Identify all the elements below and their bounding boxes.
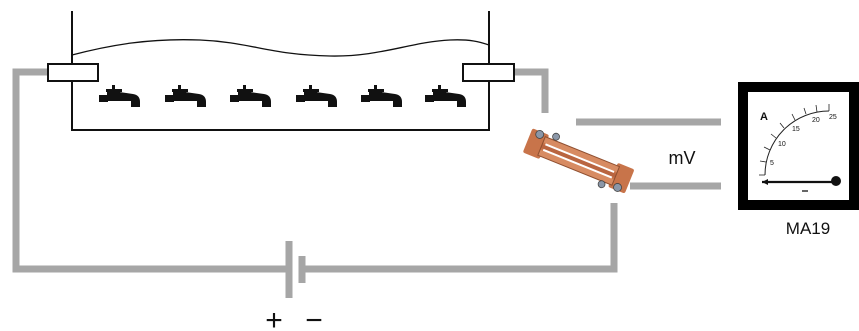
ammeter-pivot [831, 176, 841, 186]
battery-negative-label: − [305, 304, 323, 331]
needle-tip-icon [762, 179, 768, 185]
battery [285, 241, 306, 298]
left-wire [12, 68, 289, 273]
ammeter-scale-label: 15 [792, 126, 800, 133]
left-terminal [47, 63, 99, 82]
tap-icon [165, 85, 206, 107]
electrolysis-tank [47, 11, 515, 131]
shunt-resistor [523, 128, 634, 193]
tap-icon [361, 85, 402, 107]
ammeter-maker-mark [802, 190, 808, 192]
ammeter-scale-label: 10 [778, 141, 786, 148]
millivolt-label: mV [669, 148, 696, 168]
ammeter-ticks [759, 104, 830, 176]
ammeter-scale-label: 20 [812, 117, 820, 124]
right-terminal [462, 63, 515, 82]
ammeter: A 5 10 15 20 25 [738, 82, 859, 210]
tap-icon [425, 85, 466, 107]
ammeter-scale-label: 5 [770, 160, 774, 167]
ammeter-scale-arc [764, 110, 830, 176]
meter-model-label: MA19 [786, 219, 830, 238]
tap-icon [296, 85, 337, 107]
ammeter-unit: A [760, 111, 768, 123]
tap-icon [99, 85, 140, 107]
right-wire-bottom [302, 203, 618, 273]
right-wire-top [514, 68, 549, 113]
tap-icon [230, 85, 271, 107]
tank-walls [71, 11, 490, 131]
battery-positive-label: + [265, 304, 283, 331]
circuit-wires [12, 68, 721, 273]
ammeter-scale-label: 25 [829, 114, 837, 121]
liquid-surface [71, 39, 490, 57]
tap-icons [99, 85, 466, 107]
